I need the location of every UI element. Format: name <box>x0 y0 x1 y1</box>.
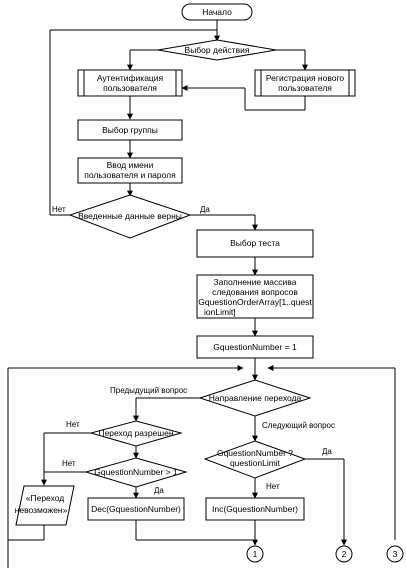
dec-process: Dec(GquestionNumber) <box>87 497 185 521</box>
transition-allowed-decision: Переход разрешен <box>89 420 183 447</box>
no-transition-label-2: невозможен» <box>15 505 68 515</box>
next-question-label: Следующий вопрос <box>262 421 335 430</box>
fill-array-process: Заполнение массива следования вопросов G… <box>196 274 314 319</box>
enter-credentials-process: Ввод имени пользователя и пароля <box>77 157 183 184</box>
dec-label: Dec(GquestionNumber) <box>91 504 181 514</box>
transition-allowed-label: Переход разрешен <box>98 428 173 438</box>
prev-question-label: Предыдущий вопрос <box>110 386 187 395</box>
connector-3: 3 <box>386 545 404 563</box>
no-transition-label-1: «Переход <box>26 493 65 503</box>
auth-label-2: пользователя <box>103 83 157 93</box>
inc-process: Inc(GquestionNumber) <box>205 497 305 521</box>
data-valid-yes-label: Да <box>200 205 210 214</box>
no-transition-output: «Переход невозможен» <box>15 485 75 526</box>
connector-1: 1 <box>246 545 264 563</box>
inc-label: Inc(GquestionNumber) <box>212 504 298 514</box>
choose-group-label: Выбор группы <box>102 125 158 135</box>
data-valid-decision: Введенные данные верны <box>68 194 192 239</box>
init-number-label: GquestionNumber = 1 <box>213 342 297 352</box>
connector-2: 2 <box>335 545 353 563</box>
number-lt-limit-decision: GquestionNumber ? questionLimit <box>203 440 307 479</box>
edges <box>7 20 396 568</box>
choose-action-label: Выбор действия <box>185 45 250 55</box>
register-label-1: Регистрация нового <box>266 73 345 83</box>
start-label: Начало <box>202 7 232 17</box>
enter-credentials-label-1: Ввод имени <box>107 160 154 170</box>
fill-array-label-4: ionLimit] <box>204 307 236 317</box>
number-gt-one-no-label: Нет <box>62 459 76 468</box>
number-gt-one-yes-label: Да <box>154 486 164 495</box>
number-gt-one-label: GquestionNumber > 1 <box>94 467 178 477</box>
direction-decision: Направление перехода <box>198 379 312 417</box>
connector-1-label: 1 <box>253 549 258 559</box>
auth-subprocess: Аутентификация пользователя <box>77 69 183 97</box>
number-gt-one-decision: GquestionNumber > 1 <box>84 457 188 488</box>
number-lt-limit-label-2: questionLimit <box>230 458 281 468</box>
choose-test-process: Выбор теста <box>196 229 314 258</box>
direction-label: Направление перехода <box>209 393 302 403</box>
choose-action-decision: Выбор действия <box>157 39 277 61</box>
number-lt-limit-yes-label: Да <box>322 447 332 456</box>
fill-array-label-1: Заполнение массива <box>214 277 297 287</box>
choose-test-label: Выбор теста <box>230 238 280 248</box>
choose-group-process: Выбор группы <box>77 119 183 141</box>
auth-label-1: Аутентификация <box>97 73 164 83</box>
connector-2-label: 2 <box>342 549 347 559</box>
fill-array-label-2: следования вопросов <box>212 287 298 297</box>
enter-credentials-label-2: пользователя и пароля <box>84 170 176 180</box>
connector-3-label: 3 <box>393 549 398 559</box>
start-node: Начало <box>181 3 253 21</box>
fill-array-label-3: GquestionOrderArray[1..quest <box>198 297 312 307</box>
register-subprocess: Регистрация нового пользователя <box>254 69 356 97</box>
data-valid-no-label: Нет <box>52 205 66 214</box>
transition-allowed-no-label: Нет <box>66 420 80 429</box>
init-number-process: GquestionNumber = 1 <box>196 335 314 359</box>
number-lt-limit-no-label: Нет <box>266 482 280 491</box>
register-label-2: пользователя <box>278 83 332 93</box>
data-valid-label: Введенные данные верны <box>78 211 182 221</box>
number-lt-limit-label-1: GquestionNumber ? <box>217 448 293 458</box>
